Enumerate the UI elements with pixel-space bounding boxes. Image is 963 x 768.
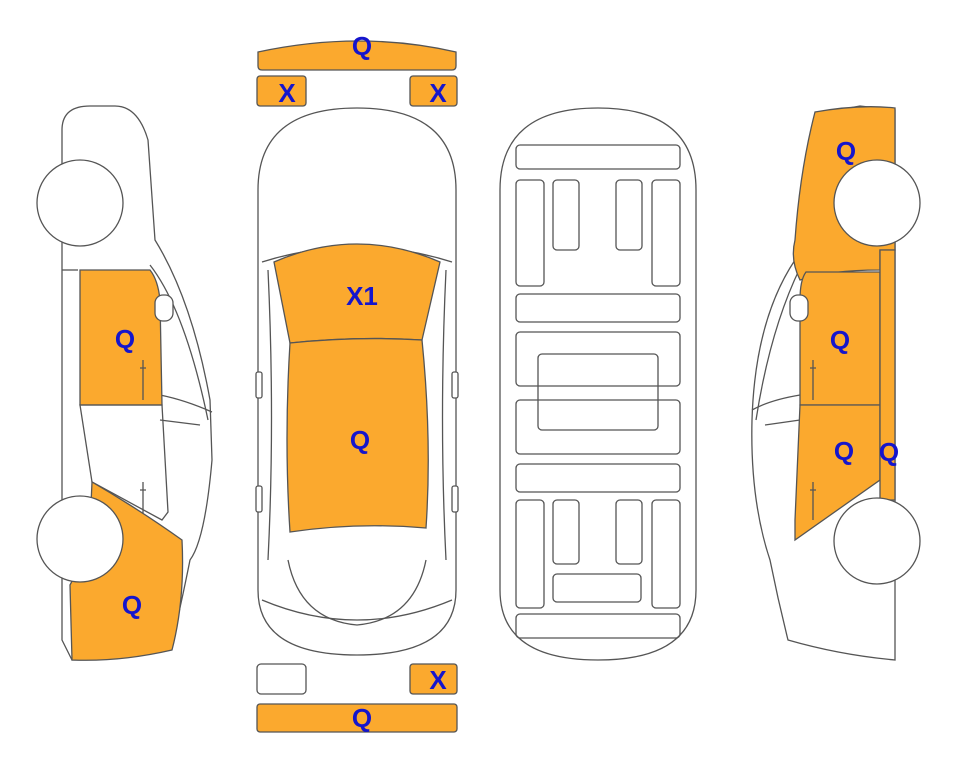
right-rear-wheel <box>833 497 921 585</box>
rear-right-light-code: X <box>429 665 447 695</box>
front-left-light-code: X <box>278 78 296 108</box>
front-right-light[interactable] <box>409 75 458 107</box>
front-bumper-code: Q <box>352 31 372 61</box>
front-bumper[interactable] <box>257 40 457 71</box>
rear-left-light[interactable] <box>256 663 307 695</box>
left-side-view: Q Q <box>36 105 213 661</box>
right-front-door-code: Q <box>830 325 850 355</box>
rear-right-light[interactable] <box>409 663 458 695</box>
right-rocker-code: Q <box>879 437 899 467</box>
roof-code: Q <box>350 425 370 455</box>
left-front-door-code: Q <box>115 324 135 354</box>
right-rocker[interactable] <box>879 249 896 501</box>
left-rear-wheel <box>36 495 124 583</box>
rear-bumper-code: Q <box>352 703 372 733</box>
top-parts: Q X X X Q <box>256 31 458 733</box>
right-side-view: Q Q Q Q <box>751 105 921 661</box>
hood-code: X1 <box>346 281 378 311</box>
left-front-wheel <box>36 159 124 247</box>
roof[interactable] <box>286 337 429 533</box>
right-front-quarter-code: Q <box>836 136 856 166</box>
right-rear-door-code: Q <box>834 436 854 466</box>
rear-bumper[interactable] <box>256 703 458 733</box>
top-view: X1 Q <box>255 107 459 656</box>
left-front-door[interactable] <box>79 269 163 406</box>
right-rear-door[interactable] <box>794 404 881 542</box>
front-right-light-code: X <box>429 78 447 108</box>
right-front-wheel <box>833 159 921 247</box>
underbody-view <box>499 107 697 661</box>
underbody-outline <box>499 107 697 661</box>
front-left-light[interactable] <box>256 75 307 107</box>
left-rear-quarter-code: Q <box>122 590 142 620</box>
